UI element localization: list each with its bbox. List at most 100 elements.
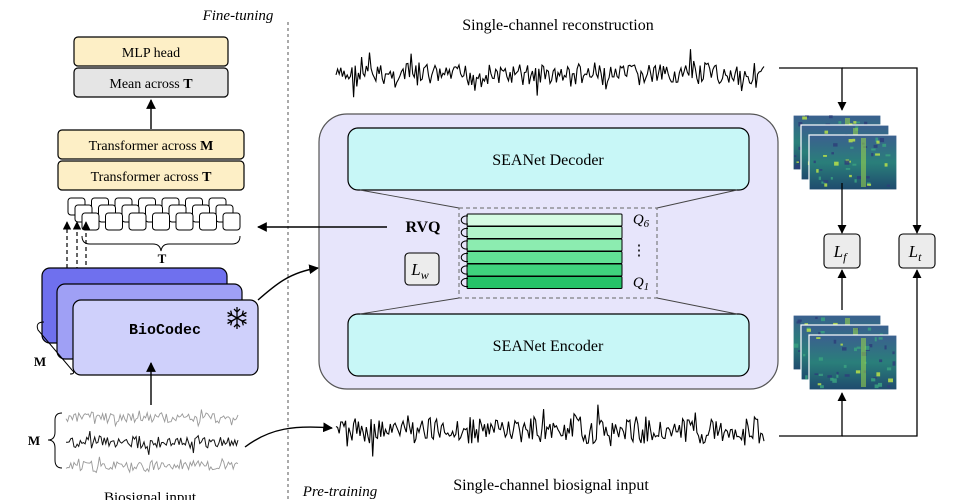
spectrogram-pixel [855,370,861,374]
spectrogram-pixel [830,177,833,180]
spectrogram-pixel [852,138,856,142]
input-stack-label: M [28,433,40,448]
token-cell [222,212,241,231]
spectrogram-pixel [876,372,881,377]
spectrogram-pixel [886,367,892,371]
lf-loss-box [823,233,861,269]
arrow-recon-to-lt [842,67,922,234]
decoder-guide-left [359,189,460,209]
spectrogram-pixel [818,176,821,180]
encoder-guide-left [359,297,460,315]
arrow-input-to-lt [842,269,922,437]
spectrogram-pixel [888,378,893,383]
spectrogram-pixel [875,153,880,156]
single-input-waveform [335,404,765,457]
spectrogram-pixel [886,184,890,187]
spectrogram-pixel [833,143,838,147]
spectrogram-pixel [871,148,876,151]
rvq-label: RVQ [406,219,441,236]
spectrogram-pixel [823,155,827,157]
spectrogram-pixel [798,165,802,170]
token-cell [81,212,100,231]
codebook-layer [466,226,623,239]
spectrogram-pixel [857,176,862,180]
spectrogram-pixel [879,359,883,363]
spectrogram-pixel [806,328,811,332]
spectrogram-pixel [796,161,799,163]
token-cell [105,212,123,231]
fine-tuning-label: Fine-tuning [202,8,274,24]
snowflake-icon [227,307,247,329]
spectrogram-pixel [794,155,797,158]
spectrogram-pixel [876,140,880,144]
codebook-layer [466,251,623,264]
spectrogram-pixel [814,373,819,376]
token-cell [128,212,147,231]
spectrogram-pixel [827,375,832,378]
spectrogram-pixel [797,319,802,322]
spectrogram-pixel [803,353,806,357]
spectrogram-pixel [820,385,824,389]
residual-loop [460,227,469,238]
spectrogram-pixel [796,321,801,324]
arrow-input-to-single [244,422,333,448]
spectrogram-pixel [866,176,870,179]
spectrogram-pixel [873,144,878,148]
token-axis-label: T [158,251,167,266]
spectrogram-pixel [821,317,825,322]
spectrogram-pixel [882,143,887,147]
spectrogram-band [861,338,866,387]
spectrogram-pixel [805,115,809,118]
token-axis-brace [81,235,241,252]
spectrogram-pixel [794,164,800,169]
spectrogram-pixel [817,383,822,386]
spectrogram-pixel [884,345,887,350]
spectrogram-pixel [824,183,828,187]
arrow-codec-to-panel [257,264,319,301]
spectrogram-pixel [850,146,854,149]
spectrogram-pixel [842,347,847,351]
spectrogram-pixel [867,183,872,186]
spectrogram-pixel [854,179,857,183]
spectrogram-pixel [832,378,837,383]
transformer-m-label: Transformer across M [89,139,214,154]
residual-loops [460,215,469,288]
spectrogram-pixel [805,375,808,380]
token-cell [152,212,170,231]
spectrogram-pixel [820,331,825,334]
spectrogram-pixel [849,174,852,178]
spectrogram-pixel [844,374,850,377]
spectrogram-pixel [802,116,807,120]
residual-loop [460,252,469,263]
q6-label: Q6 [633,212,650,230]
spectrogram-pixel [845,168,851,170]
spectrogram-pixel [878,382,883,387]
q-dots: ⋮ [632,243,647,259]
seanet-decoder-box [347,127,750,191]
residual-loop [460,215,469,225]
waveform-icon [65,409,239,474]
spectrogram-pixel [887,385,891,388]
spectrogram-pixel [852,163,857,166]
spectrogram-pixel [864,121,868,126]
lw-loss-label: Lw [410,260,428,282]
biosignal-input-caption: Biosignal input [104,490,197,500]
mean-across-box [73,67,229,98]
spectrogram-pixel [844,160,850,165]
input-stack-brace [47,412,63,469]
spectrogram-pixel [813,160,816,164]
spectrogram-pixel [824,130,829,134]
spectrogram-pixel [798,122,803,127]
codec-label: BioCodec [129,322,201,339]
spectrogram-pixel [874,337,877,342]
arrow-input-to-spec [779,392,847,437]
spectrogram-band [861,138,866,187]
spectrogram-pixel [869,344,873,348]
channel-wave [65,456,239,474]
spectrogram-pixel [836,373,839,378]
spectrogram-pixel [816,169,819,173]
residual-loop [460,265,469,275]
spectrogram-pixel [864,346,870,350]
spectrogram-pixel [884,163,888,167]
spectrogram-panel [808,334,898,391]
